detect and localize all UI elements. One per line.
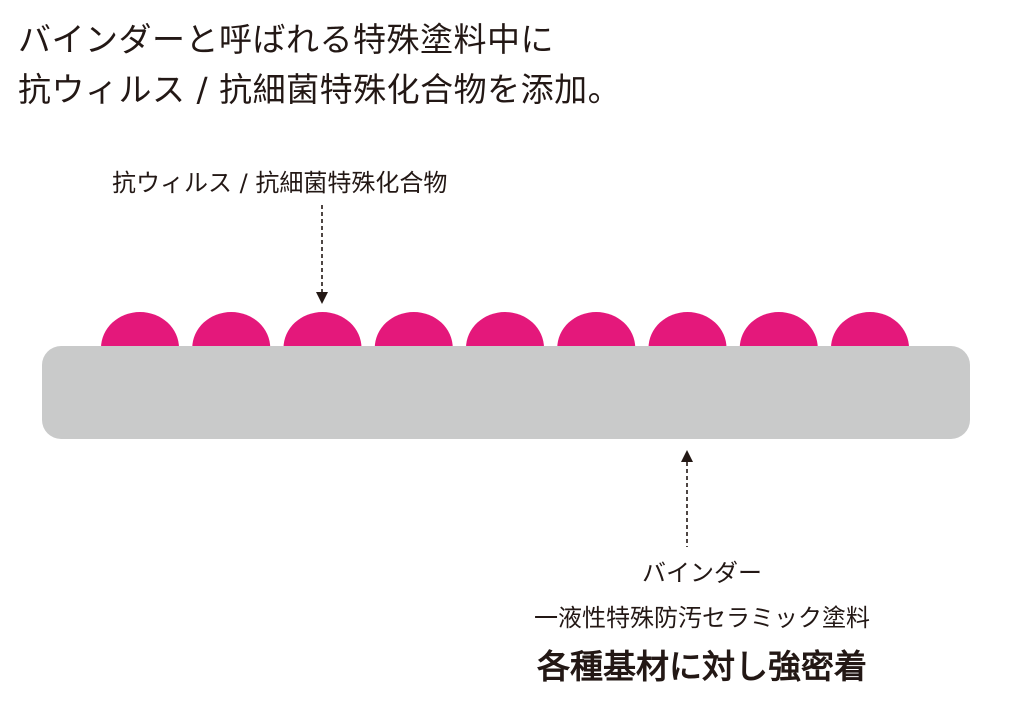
adhesion-label: 各種基材に対し強密着: [537, 647, 867, 686]
bottom-arrow-head: [681, 450, 693, 462]
coating-label: 一液性特殊防汚セラミック塗料: [534, 604, 870, 632]
top-arrow-head: [316, 292, 328, 304]
compound-label: 抗ウィルス / 抗細菌特殊化合物: [112, 169, 448, 197]
bottom-arrow: [681, 450, 693, 547]
particle: [101, 312, 179, 348]
particle: [557, 312, 636, 348]
heading-line-2: 抗ウィルス / 抗細菌特殊化合物を添加。: [18, 70, 622, 109]
particle: [648, 312, 727, 348]
particle: [466, 312, 544, 348]
particle: [739, 312, 818, 348]
particle: [831, 312, 909, 348]
particle-group: [101, 312, 909, 348]
particle: [374, 312, 453, 348]
particle: [192, 312, 271, 348]
top-arrow: [316, 205, 328, 304]
binder-base-layer: [42, 346, 970, 439]
binder-label: バインダー: [642, 559, 762, 587]
heading-line-1: バインダーと呼ばれる特殊塗料中に: [18, 20, 554, 59]
particle: [283, 312, 362, 348]
